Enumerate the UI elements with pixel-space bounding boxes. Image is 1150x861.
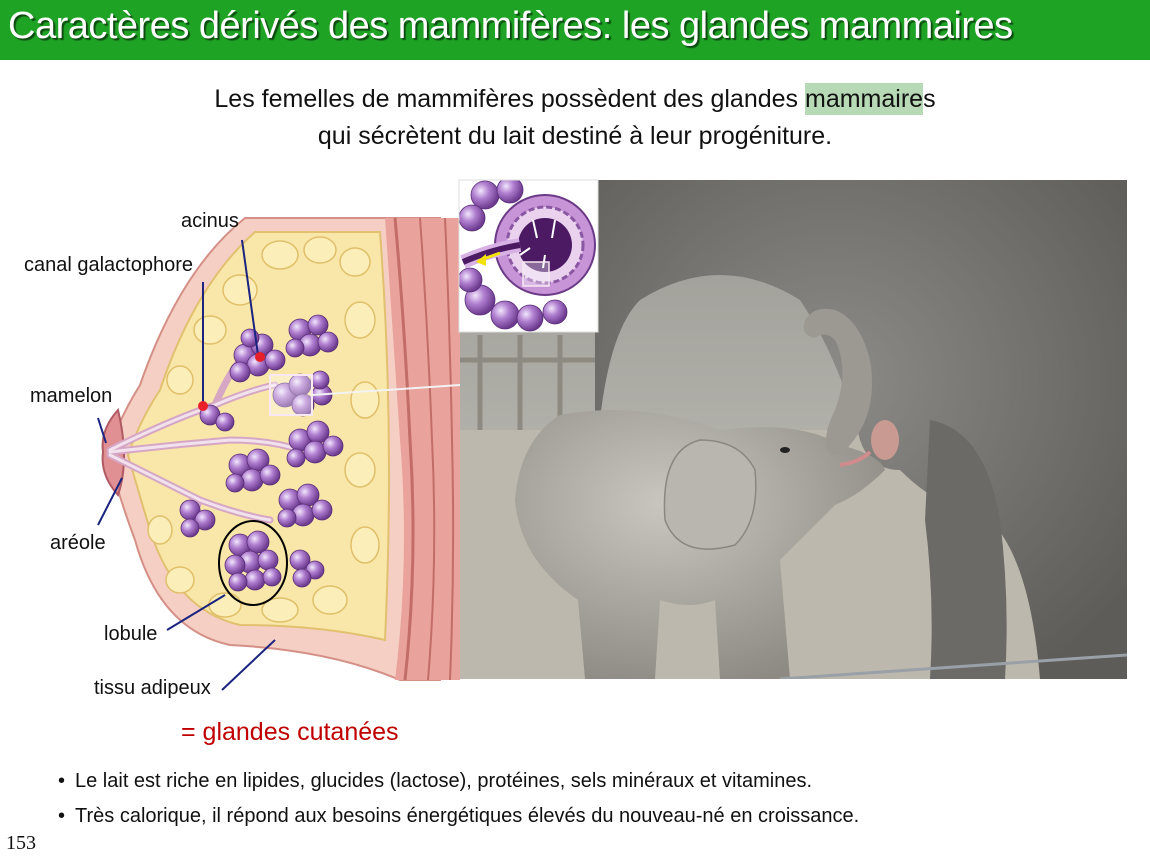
label-canal-galactophore: canal galactophore [24, 254, 194, 276]
label-areole: aréole [50, 532, 106, 554]
acinus-zoom-box [269, 374, 313, 416]
title-bar: Caractères dérivés des mammifères: les g… [0, 0, 1150, 60]
intro-line-1-end: s [923, 85, 936, 113]
highlighted-word: mammaire [805, 83, 924, 115]
intro-line-1: Les femelles de mammifères possèdent des… [0, 83, 1150, 115]
bullet-item: • Le lait est riche en lipides, glucides … [58, 765, 859, 800]
bullet-marker: • [58, 805, 66, 827]
lobule-clusters [179, 314, 344, 592]
breast-anatomy-diagram [97, 217, 461, 691]
label-tissu-adipeux: tissu adipeux [94, 677, 211, 699]
glandes-cutanees-note: = glandes cutanées [181, 718, 399, 746]
bullet-list: • Le lait est riche en lipides, glucides … [58, 765, 859, 835]
bullet-text: Très calorique, il répond aux besoins én… [75, 805, 860, 827]
acinus-inset [458, 179, 599, 333]
page-number: 153 [6, 832, 36, 854]
lobule-outline [218, 520, 288, 606]
canal-pointer-dot [198, 401, 208, 411]
bullet-marker: • [58, 770, 66, 792]
bullet-item: • Très calorique, il répond aux besoins é… [58, 800, 859, 835]
page-title: Caractères dérivés des mammifères: les g… [8, 5, 1013, 47]
bullet-text: Le lait est riche en lipides, glucides (… [75, 770, 813, 792]
elephant-photo [460, 180, 1127, 679]
label-acinus: acinus [181, 210, 239, 232]
intro-line-1-start: Les femelles de mammifères possèdent des… [214, 85, 805, 113]
label-lobule: lobule [104, 623, 158, 645]
acinus-pointer-dot [255, 352, 265, 362]
intro-line-2: qui sécrètent du lait destiné à leur pro… [317, 122, 833, 150]
label-mamelon: mamelon [30, 385, 113, 407]
